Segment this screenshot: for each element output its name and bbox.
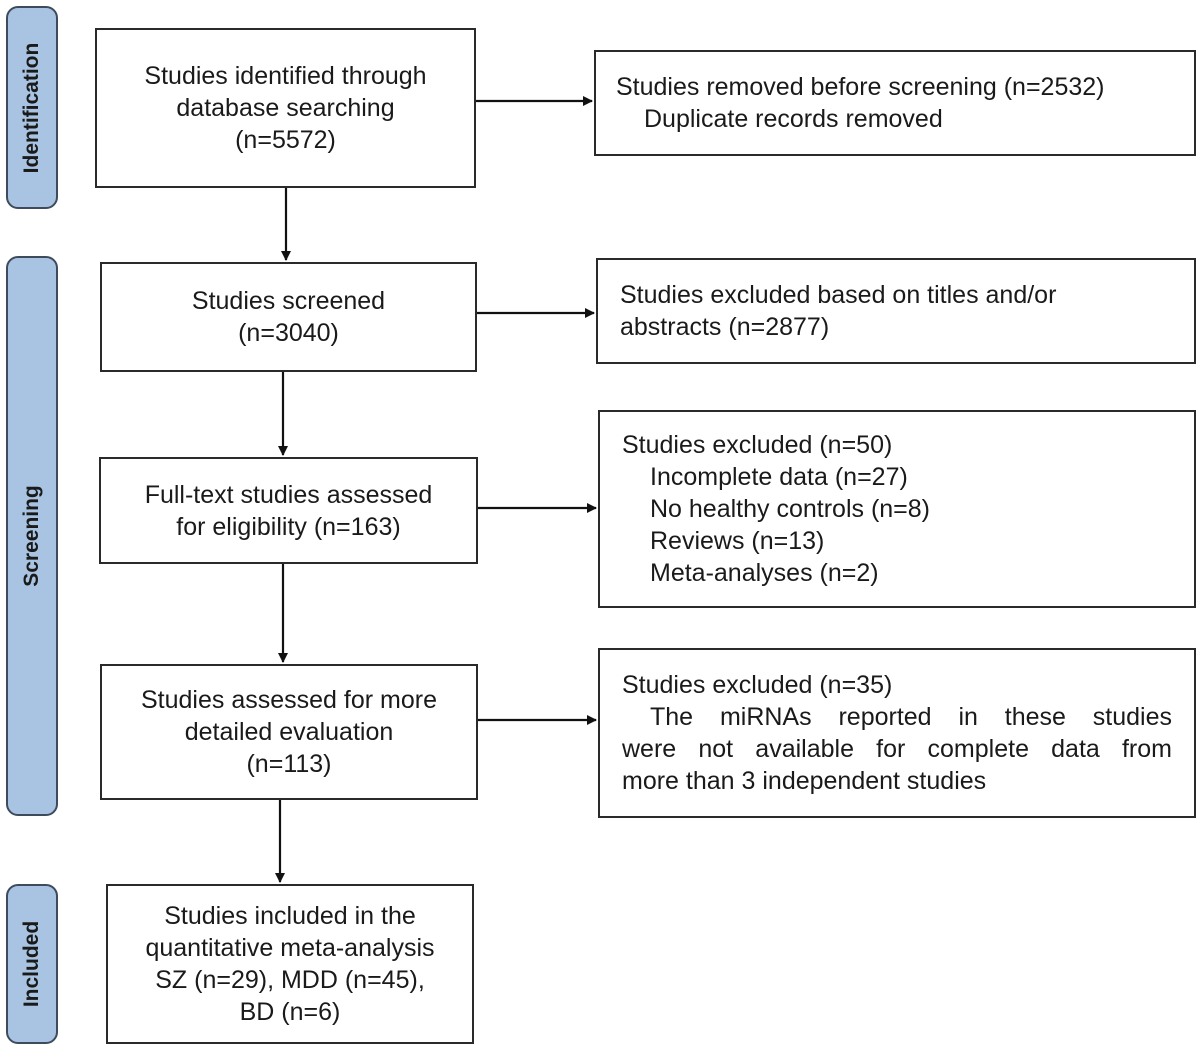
box-detailed: Studies assessed for more detailed evalu… bbox=[100, 664, 478, 800]
phase-screening: Screening bbox=[6, 256, 58, 816]
box-removed: Studies removed before screening (n=2532… bbox=[594, 50, 1196, 156]
box-identified: Studies identified through database sear… bbox=[95, 28, 476, 188]
identified-line-1: Studies identified through bbox=[144, 62, 427, 90]
excluded-50-item-1: Incomplete data (n=27) bbox=[650, 463, 908, 491]
identified-line-2: database searching bbox=[176, 94, 395, 122]
excluded-35-line-3: more than 3 independent studies bbox=[622, 767, 987, 795]
fulltext-line-1: Full-text studies assessed bbox=[144, 480, 433, 509]
phase-identification: Identification bbox=[6, 6, 58, 209]
screened-line-1: Studies screened bbox=[191, 287, 386, 315]
excluded-50-title: Studies excluded (n=50) bbox=[622, 431, 893, 459]
detailed-line-1: Studies assessed for more bbox=[141, 686, 437, 714]
included-line-2: quantitative meta-analysis bbox=[145, 934, 435, 962]
excluded-50-item-2: No healthy controls (n=8) bbox=[650, 495, 931, 523]
detailed-line-2: detailed evaluation bbox=[184, 718, 394, 746]
fulltext-line-2: for eligibility (n=163) bbox=[176, 512, 401, 541]
box-excluded-titles: Studies excluded based on titles and/or … bbox=[596, 258, 1196, 364]
box-screened: Studies screened (n=3040) bbox=[100, 262, 477, 372]
removed-item-1: Duplicate records removed bbox=[644, 105, 943, 133]
excluded-50-item-4: Meta-analyses (n=2) bbox=[650, 559, 879, 587]
included-line-3: SZ (n=29), MDD (n=45), bbox=[155, 966, 425, 994]
box-included: Studies included in the quantitative met… bbox=[106, 884, 474, 1044]
phase-included: Included bbox=[6, 884, 58, 1044]
box-excluded-35: Studies excluded (n=35) The miRNAs repor… bbox=[598, 648, 1196, 818]
excluded-titles-line-1: Studies excluded based on titles and/or bbox=[620, 281, 1057, 309]
removed-title: Studies removed before screening (n=2532… bbox=[616, 73, 1105, 101]
box-fulltext: Full-text studies assessed for eligibili… bbox=[99, 457, 478, 564]
screened-line-2: (n=3040) bbox=[238, 319, 339, 347]
box-excluded-50: Studies excluded (n=50) Incomplete data … bbox=[598, 410, 1196, 608]
excluded-35-title: Studies excluded (n=35) bbox=[622, 671, 893, 699]
identified-line-3: (n=5572) bbox=[235, 126, 336, 154]
excluded-50-item-3: Reviews (n=13) bbox=[650, 527, 825, 555]
excluded-35-line-2: were not available for complete data fro… bbox=[622, 735, 1172, 763]
excluded-titles-line-2: abstracts (n=2877) bbox=[620, 313, 830, 341]
excluded-35-line-1: The miRNAs reported in these studies bbox=[650, 703, 1172, 731]
included-line-1: Studies included in the bbox=[164, 902, 416, 930]
detailed-line-3: (n=113) bbox=[246, 750, 332, 778]
included-line-4: BD (n=6) bbox=[239, 998, 341, 1026]
